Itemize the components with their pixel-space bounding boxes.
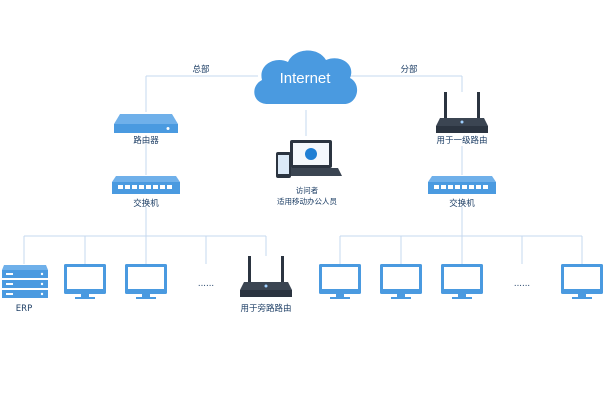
- hq-router-label: 路由器: [133, 135, 159, 146]
- branch-edge-label: 分部: [400, 64, 418, 75]
- hq-switch-icon: [112, 176, 180, 194]
- branch-router-icon: [436, 92, 488, 133]
- monitor-icon: [125, 264, 167, 299]
- internet-label: Internet: [280, 70, 332, 87]
- hq-switch-label: 交换机: [133, 198, 159, 209]
- laptop-phone-icon: [276, 140, 342, 178]
- monitor-icon: [64, 264, 106, 299]
- side-router-icon: [240, 256, 292, 297]
- hq-ellipsis: ......: [198, 279, 214, 289]
- visitor-label-line2: 适用移动办公人员: [277, 196, 337, 206]
- visitor-label-line1: 访问者: [296, 185, 319, 195]
- connector-lines: [23, 75, 583, 264]
- erp-label: ERP: [16, 304, 32, 314]
- branch-router-label: 用于一级路由: [436, 135, 487, 146]
- side-router-label: 用于旁路路由: [240, 303, 291, 314]
- branch-ellipsis: ......: [514, 279, 530, 289]
- router-icon: [114, 114, 178, 133]
- monitor-icon: [380, 264, 422, 299]
- erp-server-icon: [2, 265, 48, 298]
- monitor-icon: [441, 264, 483, 299]
- branch-switch-icon: [428, 176, 496, 194]
- internet-cloud-icon: Internet: [254, 50, 358, 104]
- hq-edge-label: 总部: [192, 64, 210, 75]
- monitor-icon: [319, 264, 361, 299]
- branch-switch-label: 交换机: [449, 198, 475, 209]
- monitor-icon: [561, 264, 603, 299]
